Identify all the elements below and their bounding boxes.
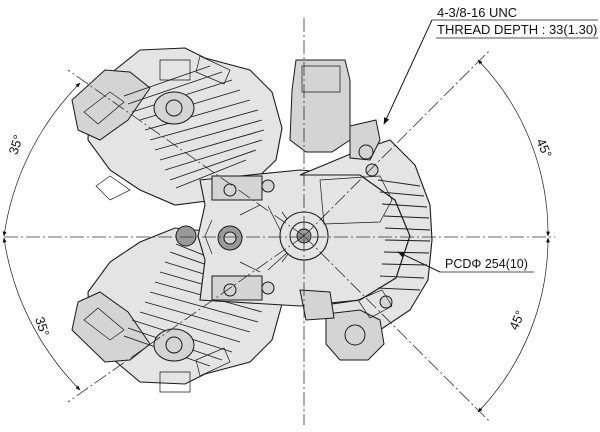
angle-label-upper-right: 45° (533, 136, 555, 160)
thread-callout: 4-3/8-16 UNC THREAD DEPTH : 33(1.30) (383, 5, 598, 125)
lower-right-angle-arc (477, 237, 550, 413)
upper-left-axis-line (67, 69, 305, 237)
center-lines (4, 18, 555, 425)
angle-label-lower-left: 35° (32, 315, 52, 338)
pcd-callout: PCDΦ 254(10) (397, 251, 534, 273)
pcd-label: PCDΦ 254(10) (445, 257, 528, 271)
thread-depth-label: THREAD DEPTH : 33(1.30) (437, 22, 597, 37)
thread-size-label: 4-3/8-16 UNC (437, 5, 517, 20)
upper-right-angle-arc (477, 59, 551, 237)
angle-dimensions: 35° 35° 45° 45° (2, 59, 555, 413)
angle-label-upper-left: 35° (6, 133, 26, 156)
flywheel-housing (289, 59, 433, 361)
lower-left-axis-line (67, 235, 305, 403)
crankcase (175, 169, 411, 307)
pcd-leader-line (397, 251, 441, 273)
upper-left-angle-arc (2, 82, 81, 237)
engine-outline (71, 47, 433, 393)
callout-leader-line (383, 19, 433, 125)
lower-left-angle-arc (2, 237, 81, 391)
upper-cylinder-bank (71, 47, 283, 206)
angle-label-lower-right: 45° (506, 308, 528, 332)
